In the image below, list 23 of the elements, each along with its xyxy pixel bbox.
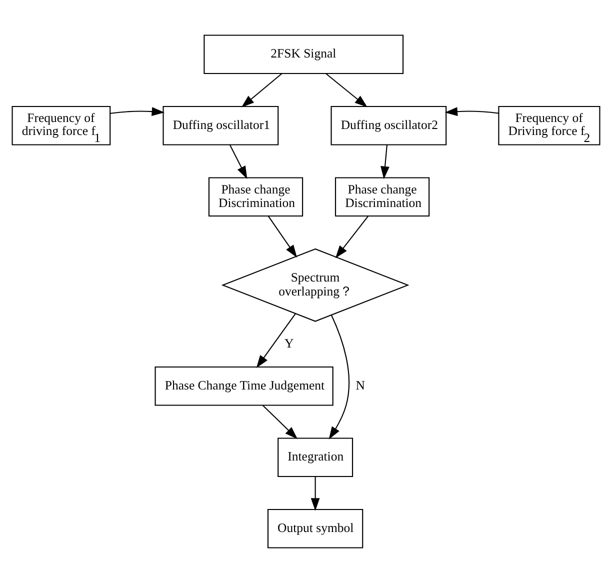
node-box: 2FSK Signal	[204, 34, 404, 74]
node-box: Phase change Discrimination	[208, 176, 304, 216]
arrow	[241, 72, 282, 107]
arrow	[328, 314, 350, 439]
node-box: Phase change Discrimination	[334, 176, 430, 216]
edge-label: Y	[284, 336, 294, 350]
arrow	[335, 215, 368, 258]
arrow	[326, 72, 368, 107]
node-diamond: Spectrum overlapping？	[221, 248, 410, 322]
arrow	[229, 144, 248, 178]
node-box: Output symbol	[267, 508, 364, 548]
node-box: Integration	[278, 437, 354, 477]
arrow	[262, 404, 298, 439]
arrow	[268, 215, 298, 258]
arrow	[110, 106, 165, 116]
node-box: Phase Change Time Judgement	[154, 366, 334, 406]
arrow	[380, 144, 390, 179]
arrow	[256, 312, 296, 368]
arrow	[444, 106, 499, 116]
node-box: Duffing oscillator2	[330, 105, 447, 145]
edge-label: N	[356, 378, 365, 392]
arrow	[310, 476, 320, 510]
node-box: Duffing oscillator1	[162, 105, 279, 145]
